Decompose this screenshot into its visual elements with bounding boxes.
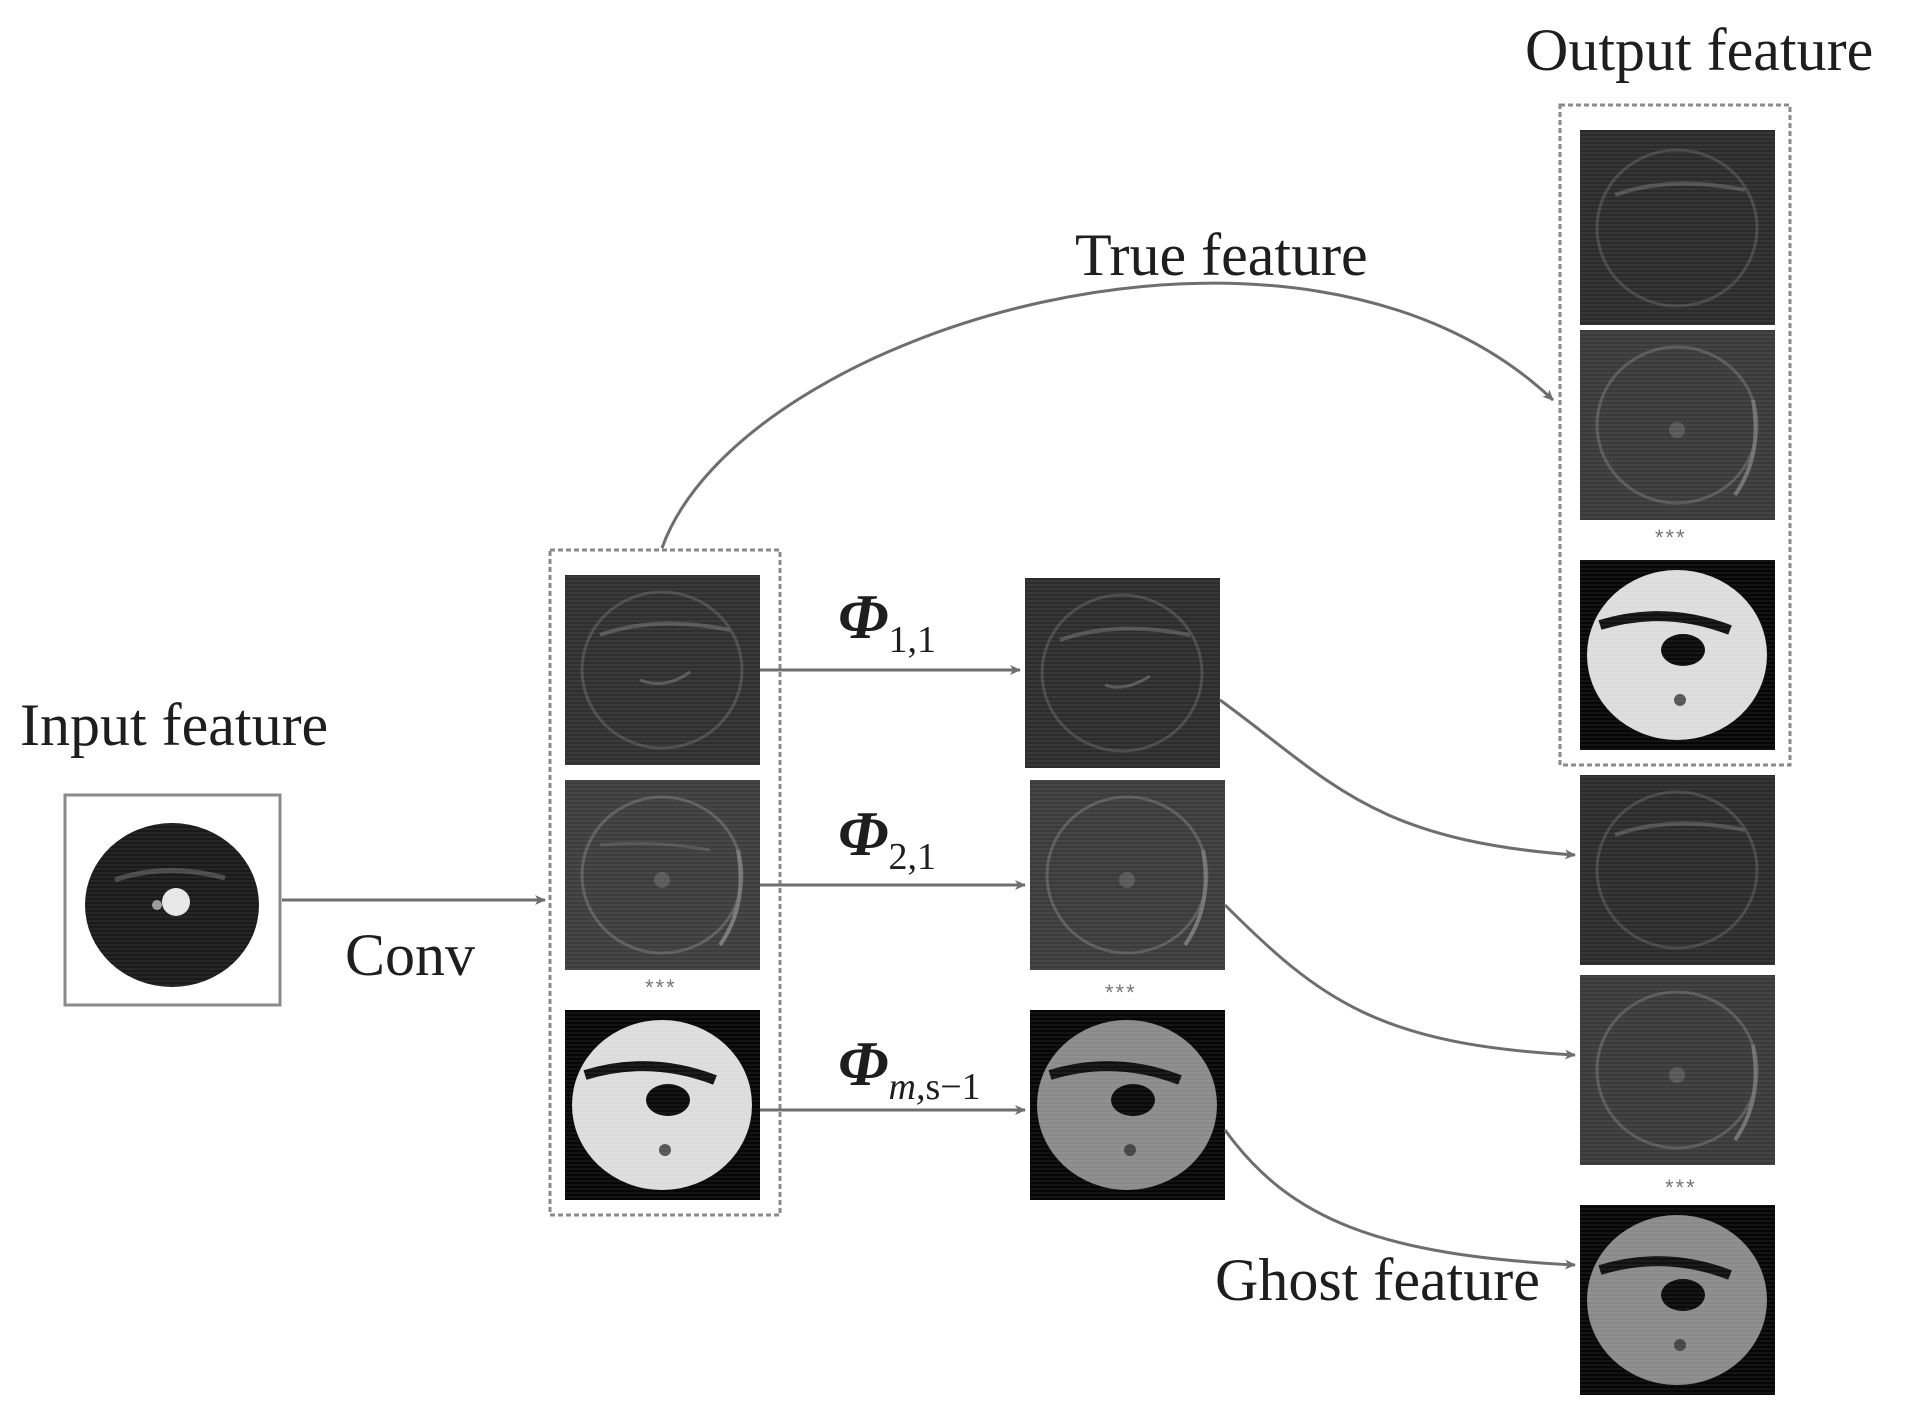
ellipsis-phi: *** — [1105, 980, 1137, 1005]
output-ghost-feature-m — [1580, 1205, 1775, 1395]
phi-m-s-1-label: Φm,s−1 — [838, 1028, 981, 1108]
output-feature-label: Output feature — [1525, 17, 1873, 83]
output-true-feature-2 — [1580, 330, 1775, 520]
output-ghost-feature-2 — [1580, 975, 1775, 1165]
output-ghost-feature-1 — [1580, 775, 1775, 965]
true-feature-label: True feature — [1075, 222, 1368, 288]
input-frame — [63, 793, 282, 1007]
ghost-m-arrow — [1223, 1129, 1576, 1270]
ghost-1-arrow — [1219, 698, 1576, 860]
ellipsis-output: *** — [1655, 525, 1687, 550]
true-feature-arrow — [660, 281, 1555, 549]
conv-output-frame — [548, 548, 782, 1217]
phi-feature-m — [1030, 1010, 1225, 1200]
input-feature-map — [80, 810, 265, 990]
conv-feature-m — [565, 1010, 760, 1200]
conv-label: Conv — [345, 922, 475, 988]
output-feature-frame — [1558, 103, 1792, 767]
phi-feature-1 — [1025, 578, 1220, 768]
ellipsis-conv: *** — [645, 975, 677, 1000]
phi-1-1-label: Φ1,1 — [838, 581, 936, 661]
phi-feature-2 — [1030, 780, 1225, 970]
conv-feature-1 — [565, 575, 760, 765]
ellipsis-ghost: *** — [1665, 1175, 1697, 1200]
conv-feature-2 — [565, 780, 760, 970]
output-true-feature-m — [1580, 560, 1775, 750]
ghost-2-arrow — [1223, 903, 1576, 1060]
input-feature-label: Input feature — [20, 692, 328, 758]
output-true-feature-1 — [1580, 130, 1775, 325]
phi-2-1-label: Φ2,1 — [838, 798, 936, 878]
